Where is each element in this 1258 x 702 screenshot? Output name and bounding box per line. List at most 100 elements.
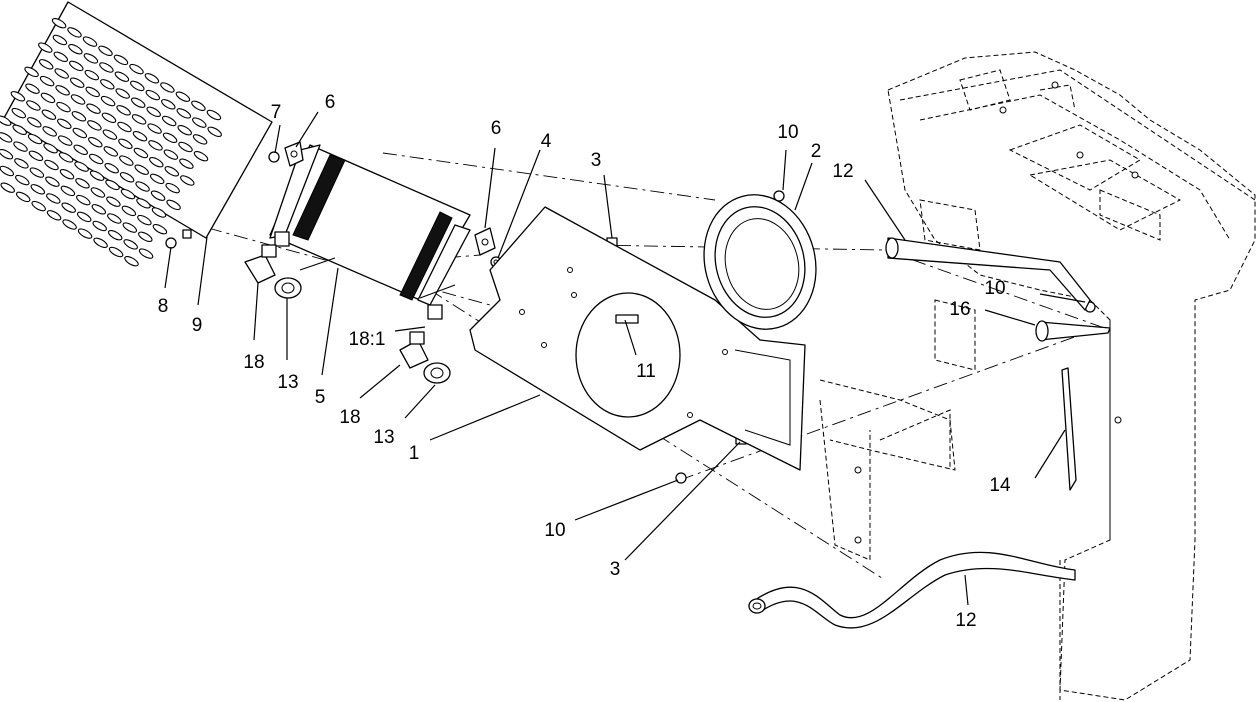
grille-slot [134, 164, 149, 175]
grille-slot [152, 223, 168, 235]
grille-slot [104, 162, 119, 174]
grille-slot [107, 229, 123, 241]
grille-slot [54, 68, 69, 79]
grille-slot [162, 132, 178, 144]
grille-slot [149, 173, 165, 185]
grille-slot [113, 54, 129, 66]
grille-slot [192, 134, 208, 145]
grille-slot [0, 165, 15, 177]
oil-cooler [269, 144, 471, 320]
grille-slot [27, 117, 42, 128]
grille-slot [146, 106, 161, 118]
grille-slot [61, 202, 76, 213]
grille-slot [71, 111, 87, 122]
grille-slot [31, 200, 46, 212]
grille-slot [26, 100, 41, 111]
grille-slot [0, 182, 15, 193]
grille-slot [130, 80, 145, 92]
callout-3: 3 [610, 559, 621, 580]
callout-14: 14 [989, 475, 1011, 496]
grille-slot [129, 63, 144, 75]
grille-slot [14, 158, 29, 169]
grille-slot [39, 75, 55, 87]
grille-slot [30, 184, 46, 195]
grille-slot [0, 115, 12, 126]
grille-slot [15, 174, 30, 186]
grille-slot [118, 138, 133, 150]
grille-slot [68, 43, 83, 55]
grille-slot [89, 170, 105, 181]
grille-slot [161, 115, 177, 127]
callout-7: 7 [271, 102, 282, 123]
grille-slot [148, 140, 163, 151]
callout-9: 9 [192, 315, 203, 336]
callout-6: 6 [491, 118, 502, 139]
grille-slot [98, 45, 113, 57]
grille-slot [29, 167, 45, 178]
grille-slot [180, 175, 195, 186]
callout-18: 18 [339, 407, 360, 428]
grille-slot [25, 83, 40, 94]
grille-slot [92, 220, 107, 232]
leader-lines [164, 111, 1086, 606]
grille-slot [151, 207, 167, 218]
grille-slot [160, 82, 175, 93]
grille-slot [51, 17, 67, 29]
grille-slot [106, 196, 121, 207]
grille-slot [136, 198, 151, 209]
grille-slot [138, 231, 153, 243]
callout-10: 10 [544, 520, 565, 541]
grille-slot [86, 103, 101, 114]
grille-slot [149, 156, 164, 168]
grille-slot [45, 176, 60, 187]
grille-slot [178, 141, 193, 153]
grille-slot [122, 222, 138, 233]
grille-slot [85, 86, 100, 98]
grille-slot [40, 92, 56, 104]
grille-slot [163, 149, 179, 160]
grille-slot [101, 112, 117, 124]
grille-slot [166, 199, 181, 211]
grille-panel [0, 1, 273, 267]
callout-10: 10 [777, 122, 798, 143]
grille-slot [38, 42, 53, 53]
grille-slot [161, 99, 176, 110]
grille-slot [0, 132, 13, 143]
grille-slot [60, 185, 76, 197]
callout-1: 1 [409, 443, 420, 464]
grille-slot [52, 34, 68, 46]
grille-slot [57, 135, 73, 146]
cable-tie [1061, 367, 1077, 491]
callout-13: 13 [373, 427, 394, 448]
grille-slot [114, 71, 130, 82]
grille-slot [179, 158, 194, 169]
grille-slot [28, 150, 44, 162]
grille-slot [115, 88, 130, 99]
callout-16: 16 [949, 299, 970, 320]
grille-slot [76, 194, 91, 206]
grille-slot [144, 73, 160, 84]
grille-slot [38, 59, 54, 70]
grille-slot [12, 124, 27, 136]
grille-slot [70, 94, 86, 105]
grille-slot [11, 107, 27, 119]
grille-slot [120, 188, 136, 200]
grille-slot [164, 166, 180, 177]
grille-slot [135, 181, 150, 192]
grille-slot [83, 53, 99, 64]
grille-slot [93, 237, 108, 249]
grille-slot [150, 190, 166, 201]
callout-3: 3 [591, 150, 602, 171]
grille-slot [44, 159, 59, 171]
grille-slot [67, 27, 82, 38]
grille-slot [145, 89, 161, 101]
callout-8: 8 [158, 296, 169, 317]
grille-slot [100, 79, 115, 90]
callout-11: 11 [636, 361, 656, 382]
grille-slot [58, 152, 74, 163]
grille-slot [10, 91, 26, 102]
callout-18: 18 [243, 352, 264, 373]
grille-slot [13, 141, 28, 152]
grille-slot [121, 205, 137, 217]
